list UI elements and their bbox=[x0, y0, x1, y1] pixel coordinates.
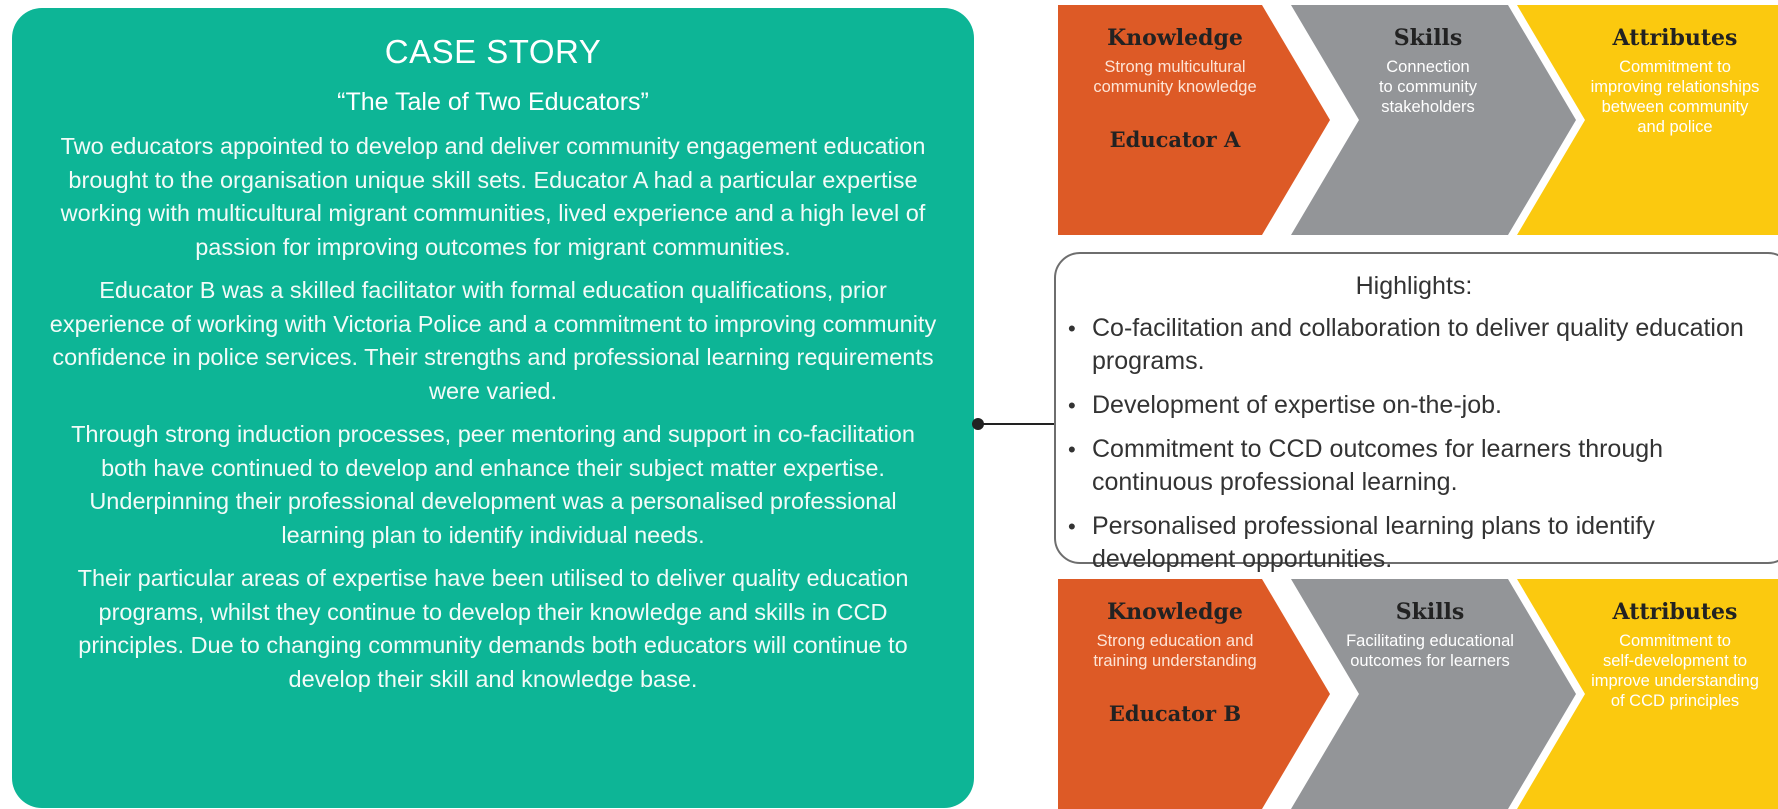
educator-a-skills-line-3: stakeholders bbox=[1381, 98, 1475, 116]
educator-a-skills-line-2: to community bbox=[1378, 78, 1478, 96]
bullet-icon: • bbox=[1068, 316, 1076, 341]
educator-a-attributes-heading: Attributes bbox=[1612, 25, 1738, 51]
case-paragraph-3: Through strong induction processes, peer… bbox=[71, 421, 915, 548]
highlight-item: • Commitment to CCD outcomes for learners… bbox=[1056, 433, 1776, 499]
educator-b-shapes bbox=[1058, 579, 1778, 809]
bullet-icon: • bbox=[1068, 514, 1076, 539]
highlight-text-1: Co-facilitation and collaboration to del… bbox=[1092, 314, 1744, 375]
highlight-item: • Development of expertise on-the-job. bbox=[1056, 389, 1776, 422]
highlights-title: Highlights: bbox=[1355, 272, 1473, 300]
case-paragraph-4: Their particular areas of expertise have… bbox=[77, 565, 909, 692]
educator-b-chevrons: Knowledge Strong education and training … bbox=[1055, 579, 1778, 809]
case-title: CASE STORY bbox=[384, 33, 602, 70]
educator-b-attributes-line-4: of CCD principles bbox=[1610, 692, 1740, 710]
educator-a-skills-block: Skills Connection to community stakehold… bbox=[1343, 25, 1513, 117]
educator-a-attributes-line-3: between community bbox=[1601, 98, 1749, 116]
educator-b-skills-text: Facilitating educational outcomes for le… bbox=[1325, 631, 1535, 671]
educator-b-knowledge-text: Strong education and training understand… bbox=[1075, 631, 1275, 671]
highlights-list: • Co-facilitation and collaboration to de… bbox=[1056, 312, 1776, 587]
educator-a-name: Educator A bbox=[1109, 127, 1241, 152]
educator-b-skills-chevron bbox=[1291, 579, 1576, 809]
educator-b-attributes-line-1: Commitment to bbox=[1619, 632, 1731, 650]
educator-b-skills-block: Skills Facilitating educational outcomes… bbox=[1325, 599, 1535, 671]
educator-a-knowledge-heading: Knowledge bbox=[1107, 25, 1243, 51]
educator-a-attributes-line-2: improving relationships bbox=[1590, 78, 1760, 96]
bullet-icon: • bbox=[1068, 437, 1076, 462]
educator-b-attributes-line-3: improve understanding bbox=[1591, 672, 1759, 690]
educator-a-skills-heading: Skills bbox=[1393, 25, 1463, 51]
educator-b-knowledge-chevron bbox=[1058, 579, 1330, 809]
educator-b-attributes-line-2: self-development to bbox=[1603, 652, 1747, 670]
educator-b-attributes-text: Commitment to self-development to improv… bbox=[1575, 631, 1775, 711]
educator-a-knowledge-chevron bbox=[1058, 5, 1330, 235]
case-paragraph-2: Educator B was a skilled facilitator wit… bbox=[49, 277, 937, 404]
educator-b-knowledge-block: Knowledge Strong education and training … bbox=[1075, 599, 1275, 726]
educator-a-skills-text: Connection to community stakeholders bbox=[1343, 57, 1513, 117]
educator-b-skills-line-2: outcomes for learners bbox=[1350, 652, 1510, 670]
educator-b-attributes-block: Attributes Commitment to self-developmen… bbox=[1575, 599, 1775, 711]
educator-a-attributes-line-1: Commitment to bbox=[1619, 58, 1731, 76]
highlights-box: Highlights: • Co-facilitation and collabo… bbox=[1054, 252, 1778, 573]
educator-a-skills-chevron bbox=[1291, 5, 1576, 235]
connector-dot bbox=[972, 418, 984, 430]
highlight-text-4: Personalised professional learning plans… bbox=[1092, 512, 1655, 573]
connector-line bbox=[977, 423, 1061, 425]
bullet-icon: • bbox=[1068, 393, 1076, 418]
educator-a-knowledge-text: Strong multicultural community knowledge bbox=[1075, 57, 1275, 97]
highlight-item: • Personalised professional learning plan… bbox=[1056, 510, 1776, 576]
case-paragraph-1: Two educators appointed to develop and d… bbox=[60, 133, 926, 260]
educator-b-knowledge-heading: Knowledge bbox=[1107, 599, 1243, 625]
case-story-panel: CASE STORY “The Tale of Two Educators” T… bbox=[12, 8, 974, 808]
educator-b-skills-heading: Skills bbox=[1395, 599, 1465, 625]
educator-a-attributes-line-4: and police bbox=[1637, 118, 1713, 136]
educator-a-chevrons: Knowledge Strong multicultural community… bbox=[1055, 5, 1778, 235]
educator-a-knowledge-line-2: community knowledge bbox=[1093, 78, 1257, 96]
highlight-text-3: Commitment to CCD outcomes for learners … bbox=[1092, 435, 1664, 496]
educator-a-knowledge-block: Knowledge Strong multicultural community… bbox=[1075, 25, 1275, 152]
educator-b-knowledge-line-2: training understanding bbox=[1093, 652, 1257, 670]
educator-a-attributes-text: Commitment to improving relationships be… bbox=[1575, 57, 1775, 137]
educator-b-knowledge-line-1: Strong education and bbox=[1096, 632, 1254, 650]
educator-a-shapes bbox=[1058, 5, 1778, 235]
educator-a-skills-line-1: Connection bbox=[1386, 58, 1470, 76]
educator-a-knowledge-line-1: Strong multicultural bbox=[1104, 58, 1246, 76]
educator-b-attributes-chevron bbox=[1517, 579, 1778, 809]
educator-a-attributes-chevron bbox=[1517, 5, 1778, 235]
highlight-text-2: Development of expertise on-the-job. bbox=[1092, 391, 1502, 419]
highlight-item: • Co-facilitation and collaboration to de… bbox=[1056, 312, 1776, 378]
educator-b-name: Educator B bbox=[1108, 701, 1242, 726]
educator-b-attributes-heading: Attributes bbox=[1612, 599, 1738, 625]
case-subtitle: “The Tale of Two Educators” bbox=[337, 88, 649, 116]
educator-a-attributes-block: Attributes Commitment to improving relat… bbox=[1575, 25, 1775, 137]
educator-b-skills-line-1: Facilitating educational bbox=[1346, 632, 1514, 650]
